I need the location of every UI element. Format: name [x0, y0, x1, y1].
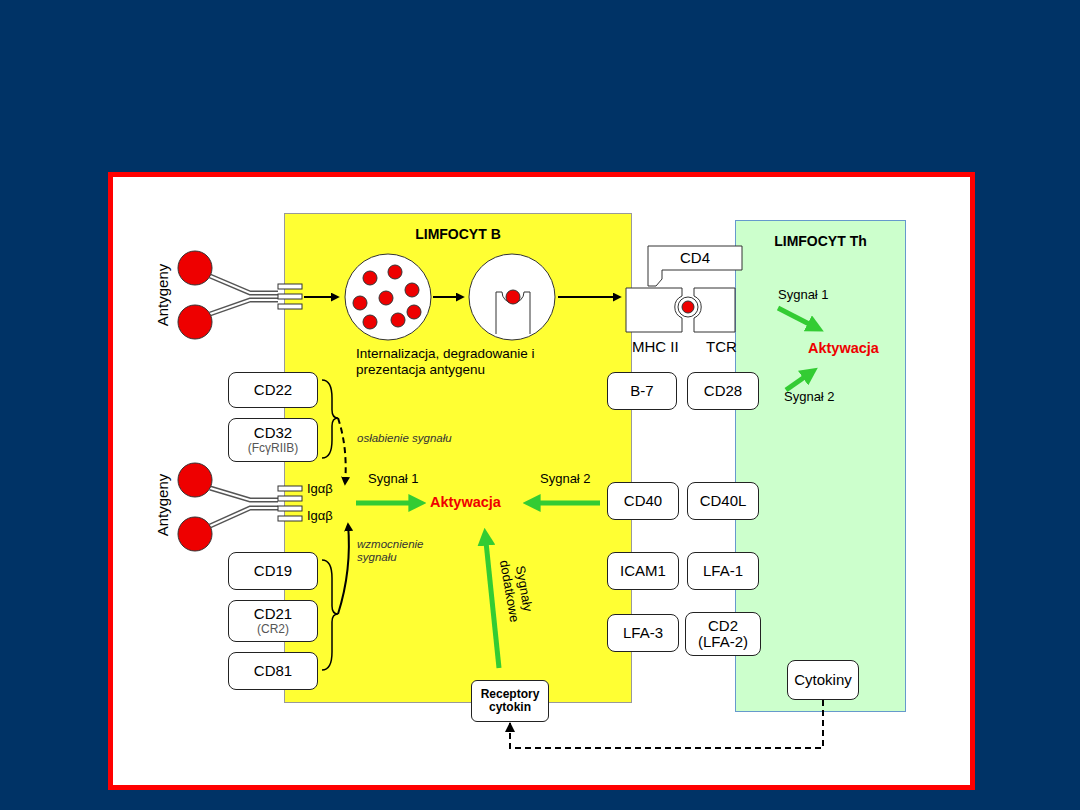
arrow [304, 296, 338, 298]
brace [322, 560, 338, 670]
annotation-label: Sygnał 1 [778, 288, 829, 303]
annotation-label: Igαβ [307, 482, 333, 497]
signal-arrow [537, 501, 600, 506]
annotation-label: Internalizacja, degradowanie i prezentac… [356, 346, 561, 377]
protein-name: LFA-3 [623, 625, 663, 642]
annotation-label: Sygnał 2 [784, 390, 835, 405]
membrane-protein-box: CD40 [607, 482, 679, 520]
enhance-arrow [338, 524, 349, 614]
protein-name: Cytokiny [794, 672, 852, 689]
membrane-protein-box: CD2 (LFA-2) [685, 612, 761, 656]
membrane-protein-box: ICAM1 [607, 552, 679, 590]
protein-name: Receptory cytokin [477, 688, 543, 714]
protein-name: ICAM1 [620, 563, 666, 580]
b-cell: LIMFOCYT BCD22CD32(FcγRIIB)CD19CD21(CR2)… [284, 213, 632, 703]
membrane-protein-box: CD40L [687, 482, 759, 520]
antibody [178, 251, 302, 339]
annotation-label: TCR [706, 338, 737, 355]
inhibit-arrow [338, 418, 346, 484]
antibody [178, 463, 302, 551]
arrow [433, 296, 463, 298]
membrane-protein-box: Cytokiny [787, 660, 859, 700]
protein-name: CD32 [254, 425, 292, 442]
membrane-protein-box: Receptory cytokin [471, 680, 549, 722]
protein-name: CD22 [254, 382, 292, 399]
cytokine-connector [510, 700, 823, 748]
membrane-protein-box: LFA-1 [687, 552, 759, 590]
protein-name: CD2 (LFA-2) [691, 618, 755, 651]
activation-label: Aktywacja [808, 340, 879, 357]
annotation-label: MHC II [632, 338, 679, 355]
signal-arrow [356, 501, 412, 506]
protein-name: CD81 [254, 663, 292, 680]
membrane-protein-box: CD81 [228, 652, 318, 690]
protein-alias: (CR2) [257, 623, 289, 636]
annotation-label: Sygnał 1 [368, 472, 419, 487]
protein-name: LFA-1 [703, 563, 743, 580]
membrane-protein-box: CD28 [687, 372, 759, 410]
signal-arrow [778, 308, 811, 325]
vesicle [469, 254, 555, 340]
arrow [558, 296, 620, 298]
annotation-label: wzmocnienie sygnału [357, 538, 439, 564]
brace [322, 380, 338, 458]
activation-label: Aktywacja [430, 494, 501, 511]
mhc-tcr-complex [626, 246, 742, 332]
membrane-protein-box: CD19 [228, 552, 318, 590]
cell-heading: LIMFOCYT B [285, 226, 631, 242]
cell-heading: LIMFOCYT Th [736, 233, 905, 249]
annotation-label: osłabienie sygnału [357, 432, 452, 445]
protein-name: CD19 [254, 563, 292, 580]
membrane-protein-box: CD21(CR2) [228, 600, 318, 642]
protein-name: B-7 [630, 383, 653, 400]
annotation-label: Igαβ [307, 509, 333, 524]
annotation-label: Sygnał 2 [540, 472, 591, 487]
protein-name: CD40L [700, 493, 747, 510]
rotated-label: Antygeny [154, 264, 171, 327]
vesicle [345, 254, 431, 340]
membrane-protein-box: CD32(FcγRIIB) [228, 418, 318, 462]
protein-name: CD28 [704, 383, 742, 400]
rotated-label: Antygeny [154, 474, 171, 537]
signal-arrow [786, 376, 806, 390]
membrane-protein-box: B-7 [607, 372, 677, 410]
protein-name: CD21 [254, 606, 292, 623]
membrane-protein-box: CD22 [228, 372, 318, 408]
protein-name: CD40 [624, 493, 662, 510]
protein-alias: (FcγRIIB) [248, 442, 299, 455]
annotation-label: CD4 [680, 249, 710, 266]
membrane-protein-box: LFA-3 [607, 614, 679, 652]
